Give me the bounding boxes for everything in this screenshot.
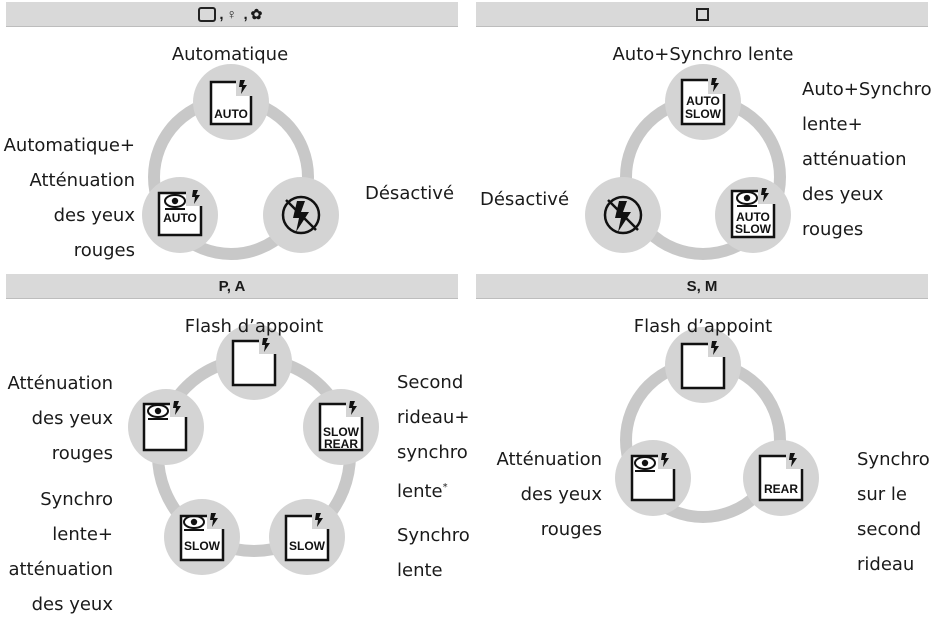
svg-text:REAR: REAR: [324, 437, 358, 451]
night-left-caption: Désactivé: [480, 189, 570, 210]
pa-right-bottom-caption: Synchro lente: [397, 525, 470, 581]
svg-text:SLOW: SLOW: [184, 539, 221, 553]
pa-left-bottom-caption: Synchro lente+ atténuation des yeux: [8, 489, 113, 615]
fill-flash-node: [216, 324, 292, 400]
svg-text:AUTO: AUTO: [736, 210, 770, 224]
sm-red-eye-node: [615, 440, 691, 516]
auto-left-caption: Automatique+ Atténuation des yeux rouges: [3, 135, 135, 261]
close-up-mode-icon: ✿: [250, 5, 263, 22]
flash-off-node: [263, 177, 339, 253]
svg-text:SLOW: SLOW: [735, 222, 772, 236]
diagram-sm: REAR: [615, 327, 819, 523]
sm-right-caption: Synchro sur le second rideau: [857, 449, 930, 575]
red-eye-node: [128, 389, 204, 465]
night-top-caption: Auto+Synchro lente: [612, 44, 794, 65]
flash-auto-node: AUTO: [193, 64, 269, 140]
pa-top-caption: Flash d’appoint: [184, 316, 324, 337]
auto-label: AUTO: [214, 107, 248, 121]
footnote-mark: *: [442, 482, 448, 493]
night-right-caption: Auto+Synchro lente+ atténuation des yeux…: [802, 79, 932, 240]
pa-right-top-caption: Second rideau+ synchro lente*: [397, 372, 470, 502]
diagram-night: AUTO SLOW AUTO SLOW: [585, 64, 791, 260]
portrait-mode-icon: ♀: [226, 5, 238, 22]
auto-slow-node: AUTO SLOW: [665, 64, 741, 140]
svg-text:SLOW: SLOW: [289, 539, 326, 553]
sm-fill-flash-node: [665, 327, 741, 403]
auto-mode-icon: [198, 6, 217, 22]
auto-slow-red-eye-node: AUTO SLOW: [715, 177, 791, 253]
pa-left-top-caption: Atténuation des yeux rouges: [7, 373, 113, 464]
slow-red-eye-node: SLOW: [164, 499, 240, 575]
svg-text:AUTO: AUTO: [686, 94, 720, 108]
night-flash-off-node: [585, 177, 661, 253]
slow-rear-node: SLOW REAR: [303, 389, 379, 465]
svg-text:SLOW: SLOW: [685, 107, 722, 121]
header-auto-scene-modes: , ♀ , ✿: [6, 2, 458, 27]
flash-mode-diagrams: AUTO AUTO AUTO SLOW: [128, 64, 819, 575]
header-night-portrait: [476, 2, 928, 27]
auto-top-caption: Automatique: [171, 44, 289, 65]
auto-right-caption: Désactivé: [365, 183, 455, 204]
auto-red-eye-node: AUTO: [142, 177, 218, 253]
sm-left-caption: Atténuation des yeux rouges: [496, 449, 602, 540]
diagram-auto: AUTO AUTO: [142, 64, 339, 260]
auto-label-2: AUTO: [163, 211, 197, 225]
svg-text:SLOW: SLOW: [323, 425, 360, 439]
header-pa: P, A: [6, 274, 458, 299]
night-portrait-icon: [695, 7, 709, 21]
header-sm: S, M: [476, 274, 928, 299]
diagram-pa: SLOW REAR SLOW SLOW: [128, 324, 379, 575]
svg-text:REAR: REAR: [764, 482, 798, 496]
rear-curtain-node: REAR: [743, 440, 819, 516]
sm-top-caption: Flash d’appoint: [633, 316, 773, 337]
slow-sync-node: SLOW: [269, 499, 345, 575]
